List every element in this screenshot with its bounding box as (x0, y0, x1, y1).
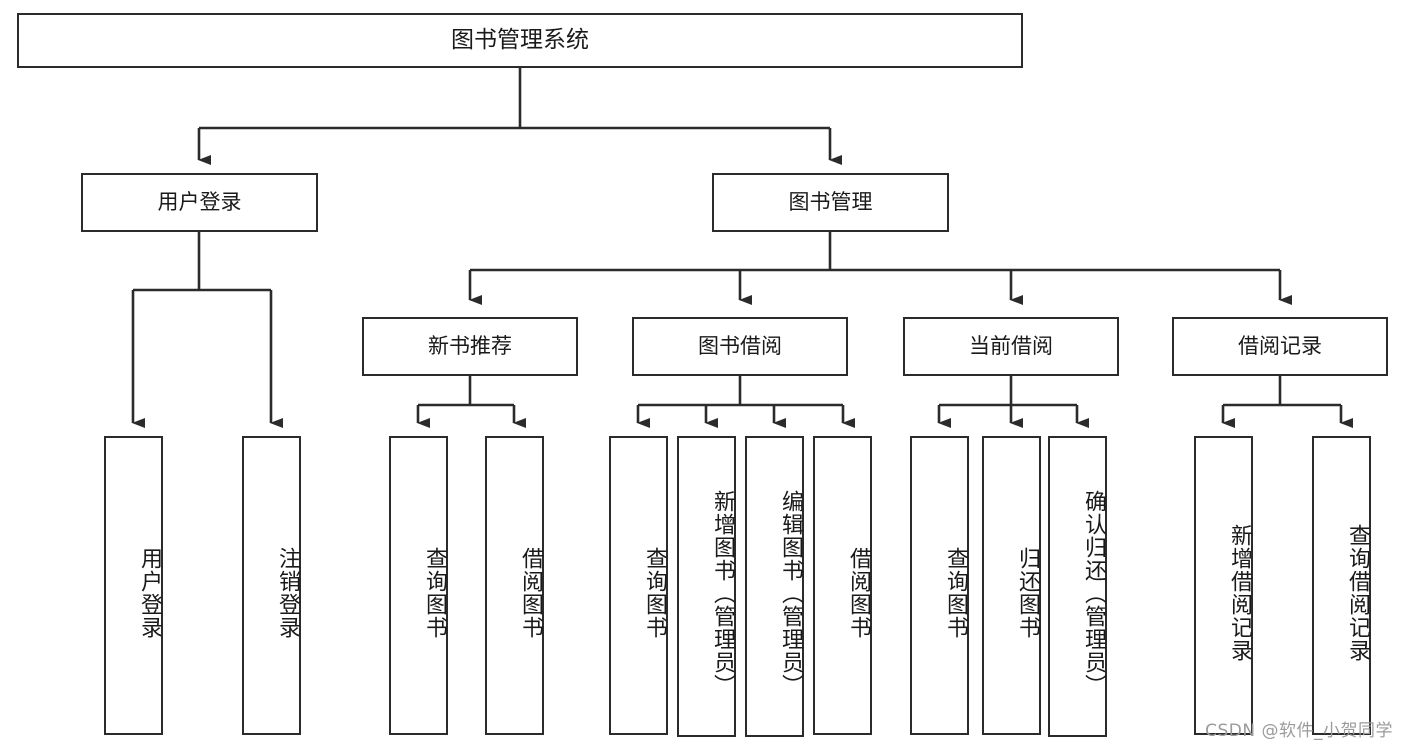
node-new-book-recommend[interactable]: 新书推荐 (362, 317, 578, 376)
node-label: 注销登录 (275, 546, 300, 639)
node-label: 编辑图书（管理员） (778, 490, 803, 697)
node-label: 查询图书 (642, 546, 667, 639)
leaf-query-book-new-recommend[interactable]: 查询图书 (389, 436, 448, 735)
leaf-confirm-return-admin[interactable]: 确认归还（管理员） (1048, 436, 1107, 737)
node-label: 用户登录 (137, 546, 162, 639)
node-label: 借阅图书 (846, 546, 871, 639)
leaf-borrow-book-borrow[interactable]: 借阅图书 (813, 436, 872, 735)
leaf-user-login[interactable]: 用户登录 (104, 436, 163, 735)
node-label: 新增借阅记录 (1227, 523, 1252, 662)
node-root-system[interactable]: 图书管理系统 (17, 13, 1023, 68)
node-borrow-record[interactable]: 借阅记录 (1172, 317, 1388, 376)
leaf-return-book[interactable]: 归还图书 (982, 436, 1041, 735)
leaf-query-borrow-record[interactable]: 查询借阅记录 (1312, 436, 1371, 735)
node-label: 借阅记录 (1238, 333, 1322, 358)
node-label: 确认归还（管理员） (1081, 490, 1106, 697)
node-label: 用户登录 (157, 189, 242, 214)
node-label: 图书管理 (788, 189, 873, 214)
node-book-manage[interactable]: 图书管理 (712, 173, 949, 232)
node-label: 当前借阅 (969, 333, 1053, 358)
node-book-borrow[interactable]: 图书借阅 (632, 317, 848, 376)
node-label: 新增图书（管理员） (710, 490, 735, 697)
node-label: 查询图书 (943, 546, 968, 639)
node-label: 查询图书 (422, 546, 447, 639)
node-label: 归还图书 (1015, 546, 1040, 639)
node-label: 新书推荐 (428, 333, 512, 358)
node-label: 图书借阅 (698, 333, 782, 358)
csdn-watermark: CSDN @软件_小贺同学 (1205, 721, 1393, 741)
leaf-logout-login[interactable]: 注销登录 (242, 436, 301, 735)
node-label: 借阅图书 (518, 546, 543, 639)
node-user-login[interactable]: 用户登录 (81, 173, 318, 232)
node-label: 图书管理系统 (451, 26, 589, 53)
leaf-add-borrow-record[interactable]: 新增借阅记录 (1194, 436, 1253, 735)
leaf-edit-book-admin[interactable]: 编辑图书（管理员） (745, 436, 804, 737)
node-label: 查询借阅记录 (1345, 523, 1370, 662)
leaf-query-book-current[interactable]: 查询图书 (910, 436, 969, 735)
leaf-borrow-book-new-recommend[interactable]: 借阅图书 (485, 436, 544, 735)
node-current-borrow[interactable]: 当前借阅 (903, 317, 1119, 376)
leaf-add-book-admin[interactable]: 新增图书（管理员） (677, 436, 736, 737)
leaf-query-book-borrow[interactable]: 查询图书 (609, 436, 668, 735)
